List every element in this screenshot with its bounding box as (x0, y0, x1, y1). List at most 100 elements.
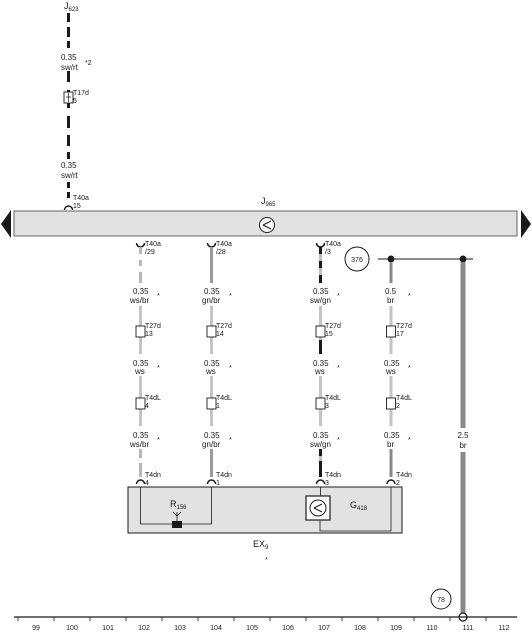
ruler-label: 107 (318, 625, 330, 632)
antenna-symbol-icon (259, 217, 275, 233)
wire-3-color-1: sw/gn (310, 296, 331, 305)
wire-3-size-3: 0.35 (313, 431, 329, 440)
connector-t17d (63, 91, 74, 104)
top-wire (67, 13, 70, 198)
wire-1-color-2: ws (134, 367, 145, 376)
top-component-label: J623 (64, 1, 79, 13)
connector-t27d-2 (206, 325, 217, 338)
ruler-label: 100 (66, 625, 78, 632)
connector-t17d-pin: 5 (73, 98, 77, 105)
wire-1-size-3: 0.35 (133, 431, 149, 440)
wire-2-conn-1: T40a (216, 241, 232, 248)
wire-4-conn-4: T4dn (396, 472, 412, 479)
wire-2-asterisk-1: * (229, 293, 232, 300)
wire-2-color-3: gn/br (202, 440, 221, 449)
wire-1-size-2: 0.35 (133, 359, 149, 368)
ruler-label: 105 (246, 625, 258, 632)
reference-circle-376 (344, 246, 370, 272)
wire-4-conn-2: T27d (396, 323, 412, 330)
top-wire-size-1: 0.35 (61, 53, 77, 62)
module-label: EX9 (253, 539, 269, 551)
wire-1-color-3: ws/br (129, 440, 149, 449)
ground-wire-size: 2.5 (457, 431, 469, 440)
wire-4-size-1: 0.5 (385, 287, 397, 296)
antenna-unit-g418-icon (305, 495, 331, 521)
contact-top (63, 205, 74, 211)
ruler-label: 103 (174, 625, 186, 632)
sensor-r156-icon (172, 511, 182, 528)
top-wire-color-2: sw/rt (61, 171, 79, 180)
wire-4-pin-2: 17 (396, 331, 404, 338)
wire-4-asterisk-2: * (408, 365, 411, 372)
control-unit-label: J965 (261, 196, 276, 208)
ruler-ticks (17, 617, 487, 621)
wire-3-pin-2: 15 (325, 331, 333, 338)
module-inner-wire-1 (140, 487, 177, 525)
wire-1-asterisk-1: * (157, 293, 160, 300)
wire-1-contact (135, 479, 146, 485)
wire-2-asterisk-2: * (229, 365, 232, 372)
connector-t4dl-2 (206, 397, 217, 410)
wire-3-asterisk-3: * (337, 437, 340, 444)
wire-4-color-1: br (387, 296, 394, 305)
wire-1-size-1: 0.35 (133, 287, 149, 296)
wire-4-color-2: ws (385, 367, 396, 376)
ruler-label: 106 (282, 625, 294, 632)
connector-t40a-pin: 15 (73, 203, 81, 210)
wire-2-size-1: 0.35 (204, 287, 220, 296)
wire-3-size-2: 0.35 (313, 359, 329, 368)
wire-3-asterisk-2: * (337, 365, 340, 372)
wire-4-size-2: 0.35 (384, 359, 400, 368)
connector-t40a-label: T40a (73, 195, 89, 202)
wire-4-asterisk-3: * (408, 437, 411, 444)
ruler-label: 101 (102, 625, 114, 632)
ground-wire-color: br (459, 441, 466, 450)
wire-4-size-3: 0.35 (384, 431, 400, 440)
wire-1-conn-3: T4dL (145, 395, 161, 402)
module-inner-wire-2 (177, 487, 212, 525)
top-wire-size-2: 0.35 (61, 161, 77, 170)
wire-1-color-1: ws/br (129, 296, 149, 305)
wire-3-conn-3: T4dL (325, 395, 341, 402)
connector-t17d-label: T17d (73, 90, 89, 97)
wire-3-conn-1: T40a (325, 241, 341, 248)
wire-1-conn-1: T40a (145, 241, 161, 248)
wire-2-asterisk-3: * (229, 437, 232, 444)
wire-2-conn-3: T4dL (216, 395, 232, 402)
wire-3-color-3: sw/gn (310, 440, 331, 449)
connector-t27d-3 (315, 325, 326, 338)
wire-4-pin-4: 2 (396, 480, 400, 487)
ruler-label: 99 (32, 625, 40, 632)
wire-1-asterisk-3: * (157, 437, 160, 444)
wire-2-pin-1: /28 (216, 249, 226, 256)
wire-2-pin-4: 1 (216, 480, 220, 487)
wire-2-size-2: 0.35 (204, 359, 220, 368)
wire-3-contact (315, 479, 326, 485)
top-wire-color-1: sw/rt (61, 63, 79, 72)
ruler-label: 111 (463, 625, 474, 632)
wire-2-conn-2: T27d (216, 323, 232, 330)
connector-t4dl-1 (135, 397, 146, 410)
reference-circle-78 (430, 588, 452, 610)
wire-2-conn-4: T4dn (216, 472, 232, 479)
splice-dot-2 (459, 255, 467, 263)
connector-t27d-4 (386, 325, 396, 338)
wire-3-asterisk-1: * (337, 293, 340, 300)
connector-t27d-1 (135, 325, 146, 338)
ruler-label: 110 (426, 625, 437, 632)
wire-2-pin-3: 1 (216, 403, 220, 410)
wire-4-pin-3: 2 (396, 403, 400, 410)
wire-2-color-2: ws (205, 367, 216, 376)
wire-4-conn-3: T4dL (396, 395, 412, 402)
wire-2-contact (206, 479, 217, 485)
wire-1-pin-2: 13 (145, 331, 153, 338)
ruler-label: 109 (390, 625, 402, 632)
ruler-label: 102 (138, 625, 150, 632)
ruler-label: 108 (354, 625, 366, 632)
wire-1-pin-4: 4 (145, 480, 149, 487)
wire-1-pin-1: /29 (145, 249, 155, 256)
reference-376-label: 376 (351, 257, 363, 264)
connector-t4dl-3 (315, 397, 326, 410)
